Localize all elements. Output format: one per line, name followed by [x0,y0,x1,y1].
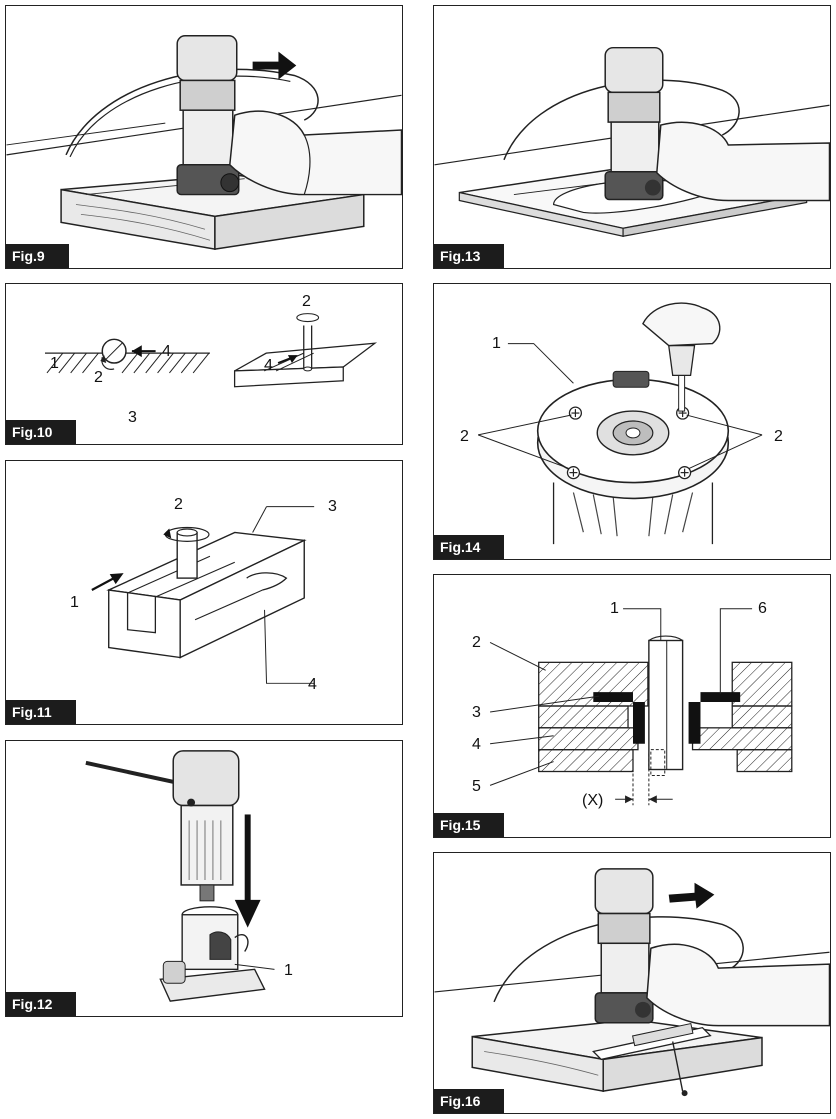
router-straight-cut-illustration [6,35,402,251]
templet-guide-cross-section [489,608,793,806]
fig11-callout-3: 3 [328,498,337,515]
fig10-callout-4b: 4 [264,357,273,374]
fig15-callout-1: 1 [610,600,619,617]
figure-9-label: Fig.9 [6,244,69,268]
fig14-callout-2-left: 2 [460,428,469,445]
figure-14-label: Fig.14 [434,535,505,559]
figure-10-label: Fig.10 [6,420,77,444]
router-straight-guide-illustration [434,868,830,1097]
figure-16-panel: Fig.16 [433,852,831,1114]
router-feed-direction-diagram [44,313,378,388]
figure-12-panel: 1 Fig.12 [5,740,403,1017]
fig15-callout-3: 3 [472,704,481,721]
fig10-callout-4: 4 [162,343,171,360]
fig11-callout-4: 4 [308,676,317,693]
fig10-callout-2b: 2 [302,293,311,310]
router-template-guide-illustration [434,46,830,237]
figure-15-panel: 1 6 2 3 4 5 (X) Fig.15 [433,574,831,838]
figure-16-label: Fig.16 [434,1089,505,1113]
base-plate-screws-diagram [477,302,763,545]
figure-15-label: Fig.15 [434,813,505,837]
figure-14-panel: 1 2 2 Fig.14 [433,283,831,560]
grooving-block-diagram [91,506,315,684]
fig14-callout-2-right: 2 [774,428,783,445]
figure-12-label: Fig.12 [6,992,77,1016]
fig15-callout-2: 2 [472,634,481,651]
fig15-callout-6: 6 [758,600,767,617]
fig10-callout-2: 2 [94,369,103,386]
fig15-callout-x: (X) [582,792,604,809]
figure-10-panel: 1 2 4 3 2 4 Fig.10 [5,283,403,445]
figure-9-panel: Fig.9 [5,5,403,269]
figure-11-label: Fig.11 [6,700,76,724]
figure-13-panel: Fig.13 [433,5,831,269]
fig11-callout-2: 2 [174,496,183,513]
fig14-callout-1: 1 [492,335,501,352]
fig10-callout-1: 1 [50,355,59,372]
fig15-callout-5: 5 [472,778,481,795]
figure-11-panel: 2 3 1 4 Fig.11 [5,460,403,725]
figure-13-label: Fig.13 [434,244,505,268]
fig11-callout-1: 1 [70,594,79,611]
fig12-callout-1: 1 [284,962,293,979]
motor-base-installation-illustration [85,750,275,1002]
fig10-callout-3: 3 [128,409,137,426]
fig15-callout-4: 4 [472,736,481,753]
